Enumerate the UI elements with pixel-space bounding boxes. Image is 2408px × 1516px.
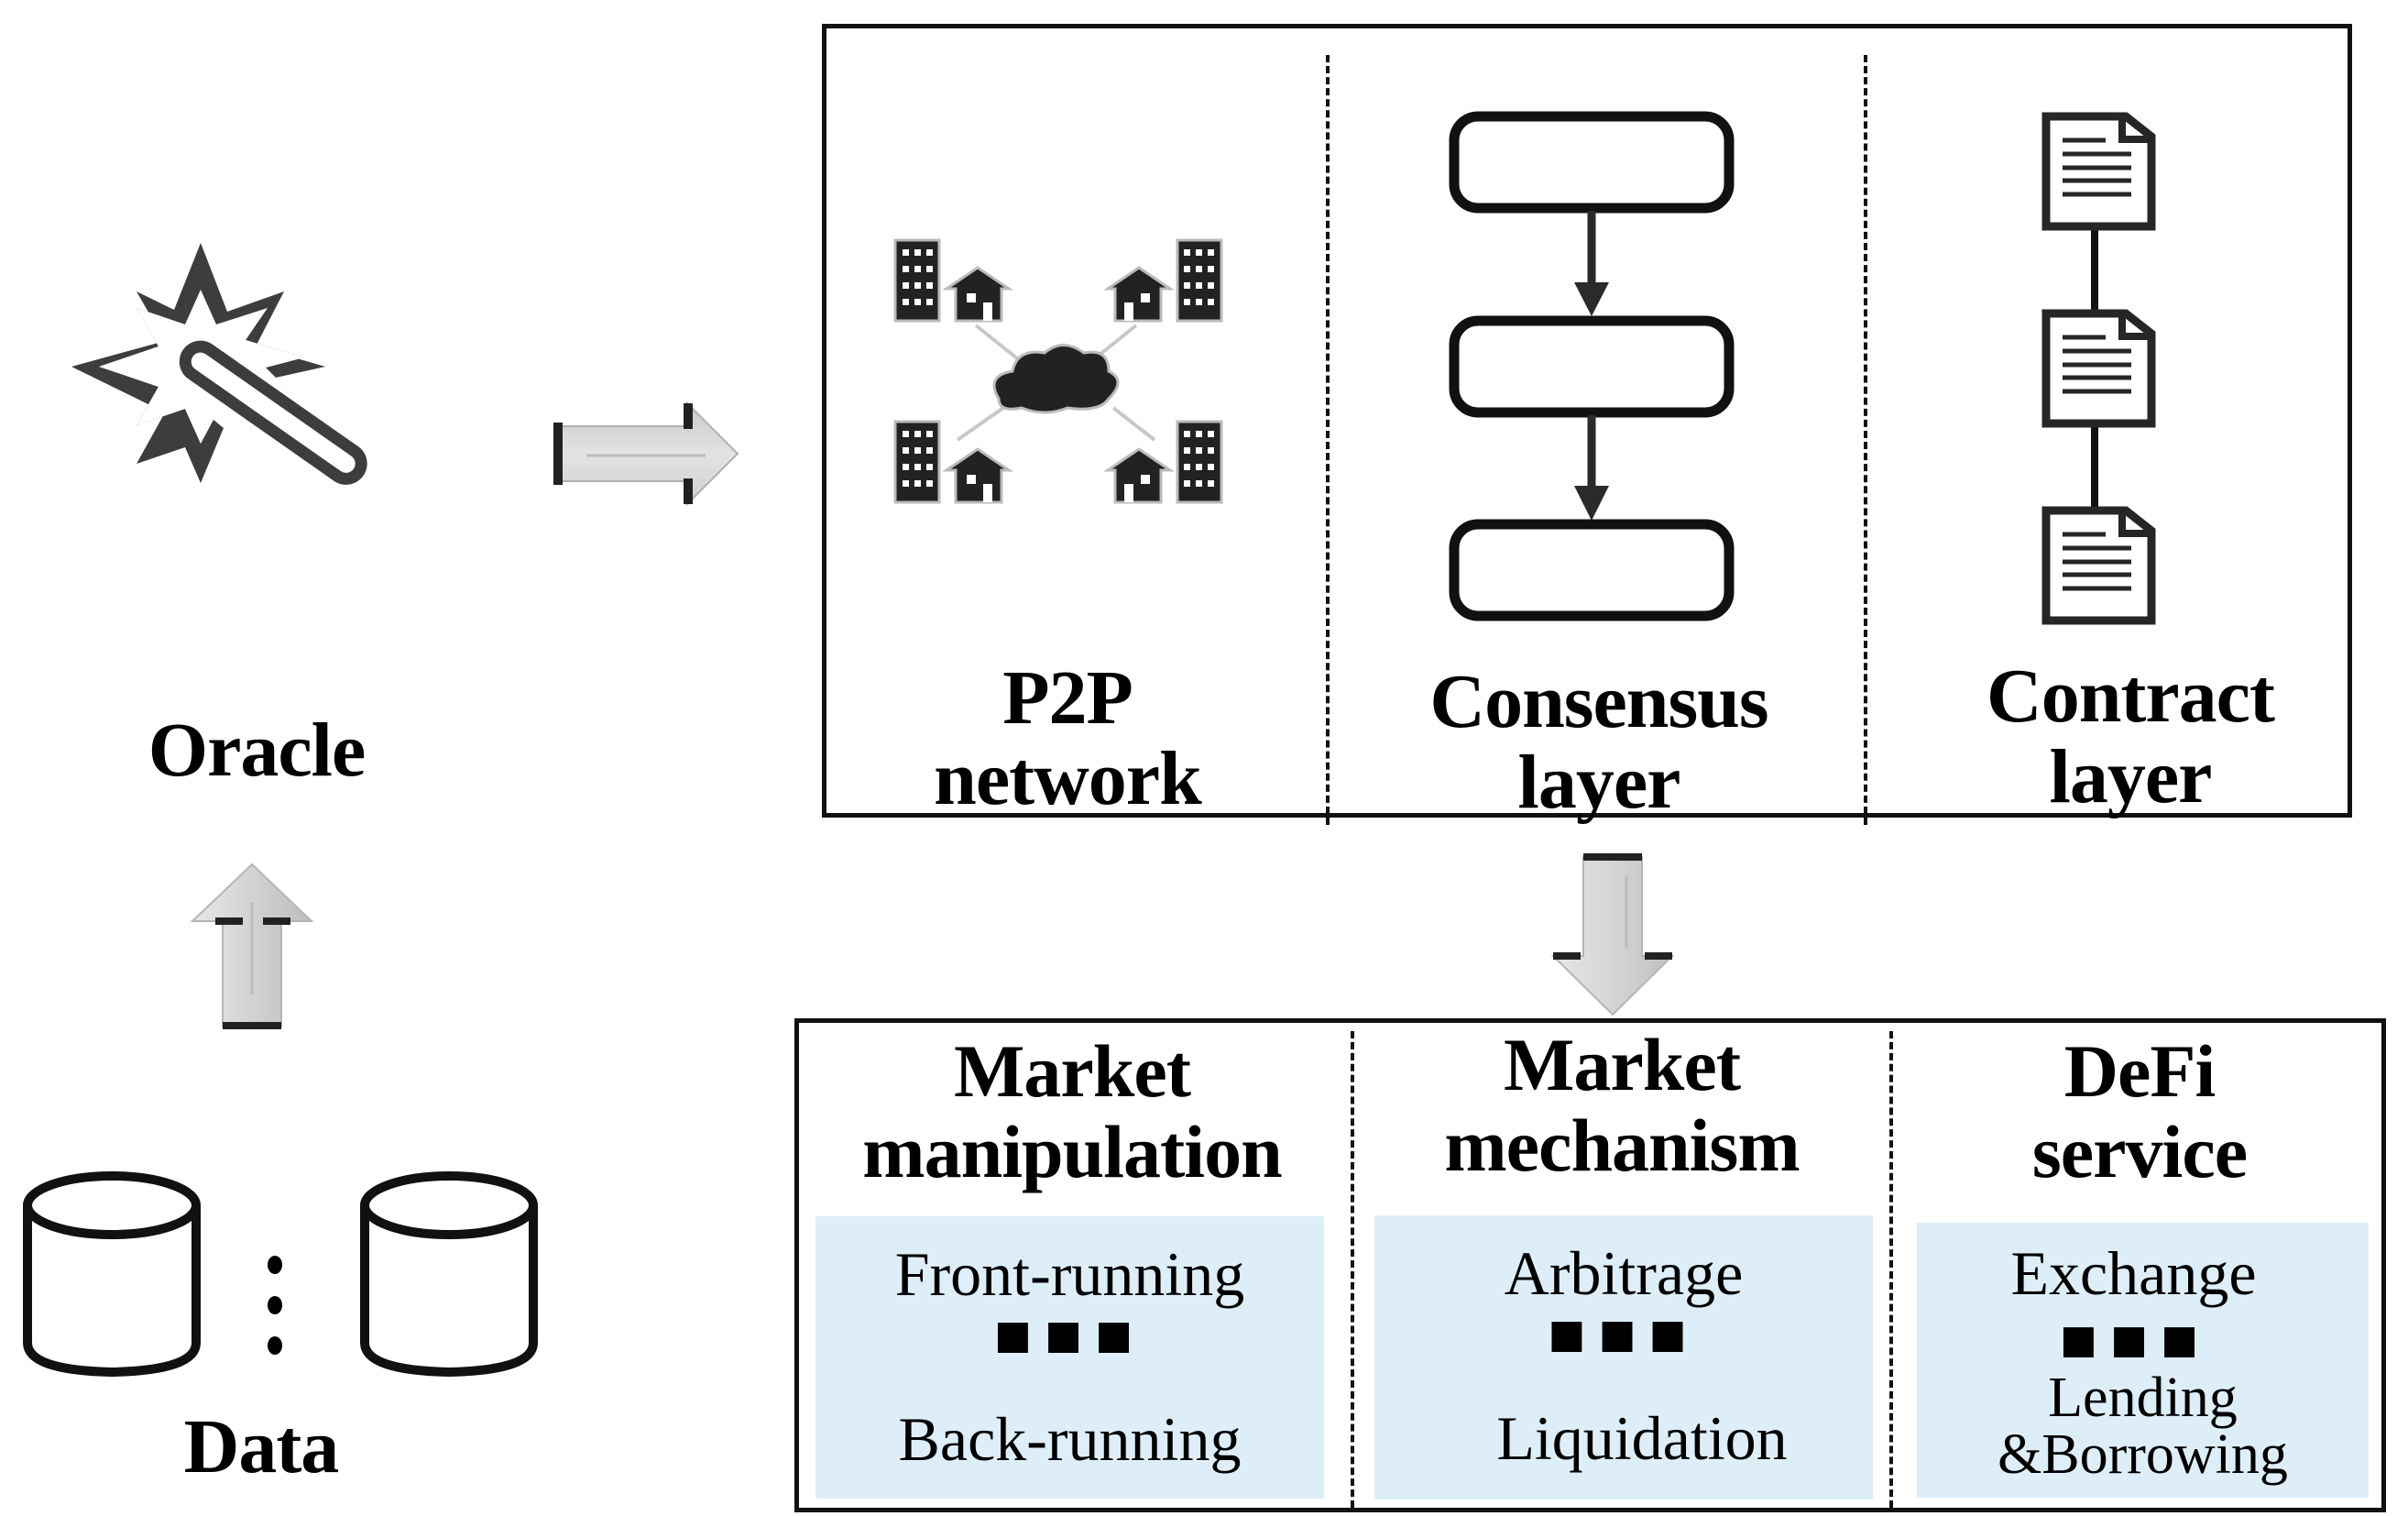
- item-ellipsis: ■■■: [993, 1301, 1146, 1370]
- infrastructure-layers-panel: [822, 24, 2352, 818]
- market-mechanism-heading: Market mechanism: [1356, 1025, 1888, 1186]
- contract-line2: layer: [2049, 734, 2213, 819]
- database-icon: [360, 1171, 538, 1378]
- applications-panel: [794, 1018, 2386, 1512]
- consensus-layer-label: Consensus layer: [1338, 662, 1860, 823]
- item-ellipsis: ■■■: [1548, 1300, 1700, 1369]
- contract-layer-label: Contract layer: [1874, 656, 2387, 818]
- oracle-label: Oracle: [148, 708, 367, 793]
- document-chain-icon: [2041, 112, 2156, 625]
- item-arbitrage: Arbitrage: [1504, 1238, 1744, 1308]
- item-ellipsis: ■■■: [2059, 1305, 2212, 1375]
- magic-wand-icon: [71, 243, 367, 485]
- item-exchange: Exchange: [2010, 1238, 2257, 1308]
- market-manipulation-items: Front-running ■■■ Back-running: [815, 1216, 1324, 1499]
- heading-line2: service: [2031, 1110, 2248, 1193]
- p2p-network-label: P2P network: [838, 658, 1297, 819]
- market-manipulation-heading: Market manipulation: [806, 1031, 1338, 1192]
- heading-line1: Market: [1503, 1023, 1741, 1106]
- item-borrowing: &Borrowing: [1998, 1423, 2288, 1486]
- arrow-up-icon: [190, 862, 314, 1029]
- item-back-running: Back-running: [898, 1404, 1242, 1474]
- arrow-down-icon: [1550, 853, 1675, 1016]
- column-divider: [1864, 55, 1867, 825]
- column-divider: [1351, 1031, 1354, 1508]
- item-lending: Lending: [2048, 1367, 2238, 1429]
- arrow-right-icon: [553, 401, 739, 507]
- column-divider: [1889, 1031, 1893, 1508]
- defi-service-items: Exchange ■■■ Lending &Borrowing: [1917, 1223, 2369, 1498]
- heading-line2: manipulation: [862, 1110, 1282, 1193]
- item-liquidation: Liquidation: [1496, 1403, 1788, 1473]
- heading-line1: Market: [953, 1029, 1191, 1113]
- data-label: Data: [183, 1404, 340, 1489]
- heading-line1: DeFi: [2063, 1029, 2216, 1113]
- consensus-line1: Consensus: [1429, 659, 1768, 744]
- consensus-line2: layer: [1517, 740, 1681, 825]
- p2p-line1: P2P: [1002, 655, 1133, 741]
- market-mechanism-items: Arbitrage ■■■ Liquidation: [1374, 1215, 1873, 1500]
- column-divider: [1326, 55, 1330, 825]
- defi-service-heading: DeFi service: [1897, 1031, 2382, 1192]
- heading-line2: mechanism: [1444, 1104, 1800, 1187]
- contract-line1: Contract: [1987, 654, 2275, 739]
- data-ellipsis: [266, 1256, 284, 1357]
- flowchart-icon: [1449, 111, 1735, 621]
- item-front-running: Front-running: [894, 1239, 1245, 1309]
- database-icon: [23, 1171, 201, 1378]
- p2p-network-icon: [893, 238, 1223, 504]
- p2p-line2: network: [934, 736, 1202, 821]
